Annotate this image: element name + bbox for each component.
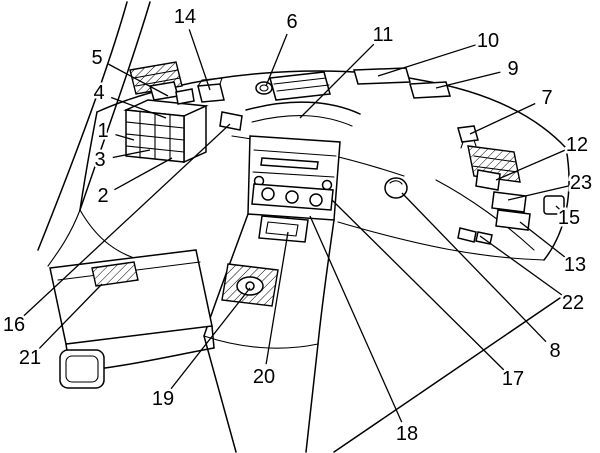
callout-7: 7 bbox=[541, 87, 552, 109]
callout-20: 20 bbox=[253, 366, 275, 388]
leader-line-17 bbox=[331, 199, 505, 371]
center-stack bbox=[247, 135, 341, 221]
callout-3: 3 bbox=[94, 149, 105, 171]
callout-22: 22 bbox=[562, 292, 584, 314]
a-pillar-windshield bbox=[37, 1, 151, 251]
center-console bbox=[203, 213, 335, 453]
callout-13: 13 bbox=[564, 254, 586, 276]
leader-line-16 bbox=[23, 123, 231, 317]
leader-line-10 bbox=[377, 44, 476, 77]
callout-10: 10 bbox=[477, 30, 499, 52]
leader-line-19 bbox=[170, 287, 251, 390]
leader-line-12 bbox=[495, 149, 566, 181]
side-component-clip bbox=[457, 125, 479, 149]
fuse-relay-box bbox=[123, 81, 209, 164]
leader-line-14 bbox=[188, 29, 211, 91]
leader-line-11 bbox=[299, 43, 375, 119]
leader-line-7 bbox=[469, 102, 536, 135]
callout-18: 18 bbox=[396, 423, 418, 445]
leader-line-18 bbox=[309, 215, 403, 423]
lower-console-box bbox=[258, 215, 309, 243]
callout-11: 11 bbox=[373, 24, 394, 46]
leader-line-5 bbox=[108, 63, 169, 97]
callout-1: 1 bbox=[97, 120, 108, 142]
leader-line-6 bbox=[265, 33, 288, 87]
leader-line-23 bbox=[507, 185, 569, 201]
callout-15: 15 bbox=[558, 207, 580, 229]
leader-line-1 bbox=[115, 134, 135, 141]
callout-5: 5 bbox=[91, 47, 102, 69]
leader-line-15 bbox=[555, 205, 560, 210]
armrest-console bbox=[49, 249, 215, 389]
callout-2: 2 bbox=[97, 185, 108, 207]
relay-block-upper bbox=[197, 77, 225, 103]
callout-16: 16 bbox=[3, 314, 25, 336]
callout-6: 6 bbox=[286, 11, 297, 33]
floor-diagonal bbox=[333, 297, 561, 453]
glovebox-area-components bbox=[457, 169, 565, 245]
callout-14: 14 bbox=[174, 6, 196, 28]
leader-line-22 bbox=[479, 235, 563, 296]
callout-4: 4 bbox=[93, 82, 104, 104]
callout-19: 19 bbox=[152, 388, 174, 410]
leader-line-2 bbox=[114, 157, 173, 191]
callout-8: 8 bbox=[549, 340, 560, 362]
callout-23: 23 bbox=[570, 172, 592, 194]
leader-line-21 bbox=[38, 283, 103, 350]
leader-line-8 bbox=[401, 192, 547, 343]
callout-17: 17 bbox=[502, 368, 524, 390]
center-air-vent bbox=[255, 71, 331, 101]
callout-21: 21 bbox=[19, 347, 41, 369]
dash-top-ecu-boxes bbox=[353, 67, 451, 99]
callout-9: 9 bbox=[507, 58, 518, 80]
callout-12: 12 bbox=[566, 134, 588, 156]
leader-line-3 bbox=[112, 149, 151, 159]
junction-connector bbox=[219, 111, 243, 131]
leader-line-9 bbox=[435, 71, 501, 89]
leader-line-20 bbox=[265, 231, 289, 365]
passenger-airbag-circle bbox=[384, 177, 408, 199]
leader-line-4 bbox=[110, 96, 167, 119]
leader-line-13 bbox=[519, 221, 566, 258]
instrument-cluster-hood bbox=[245, 101, 361, 127]
